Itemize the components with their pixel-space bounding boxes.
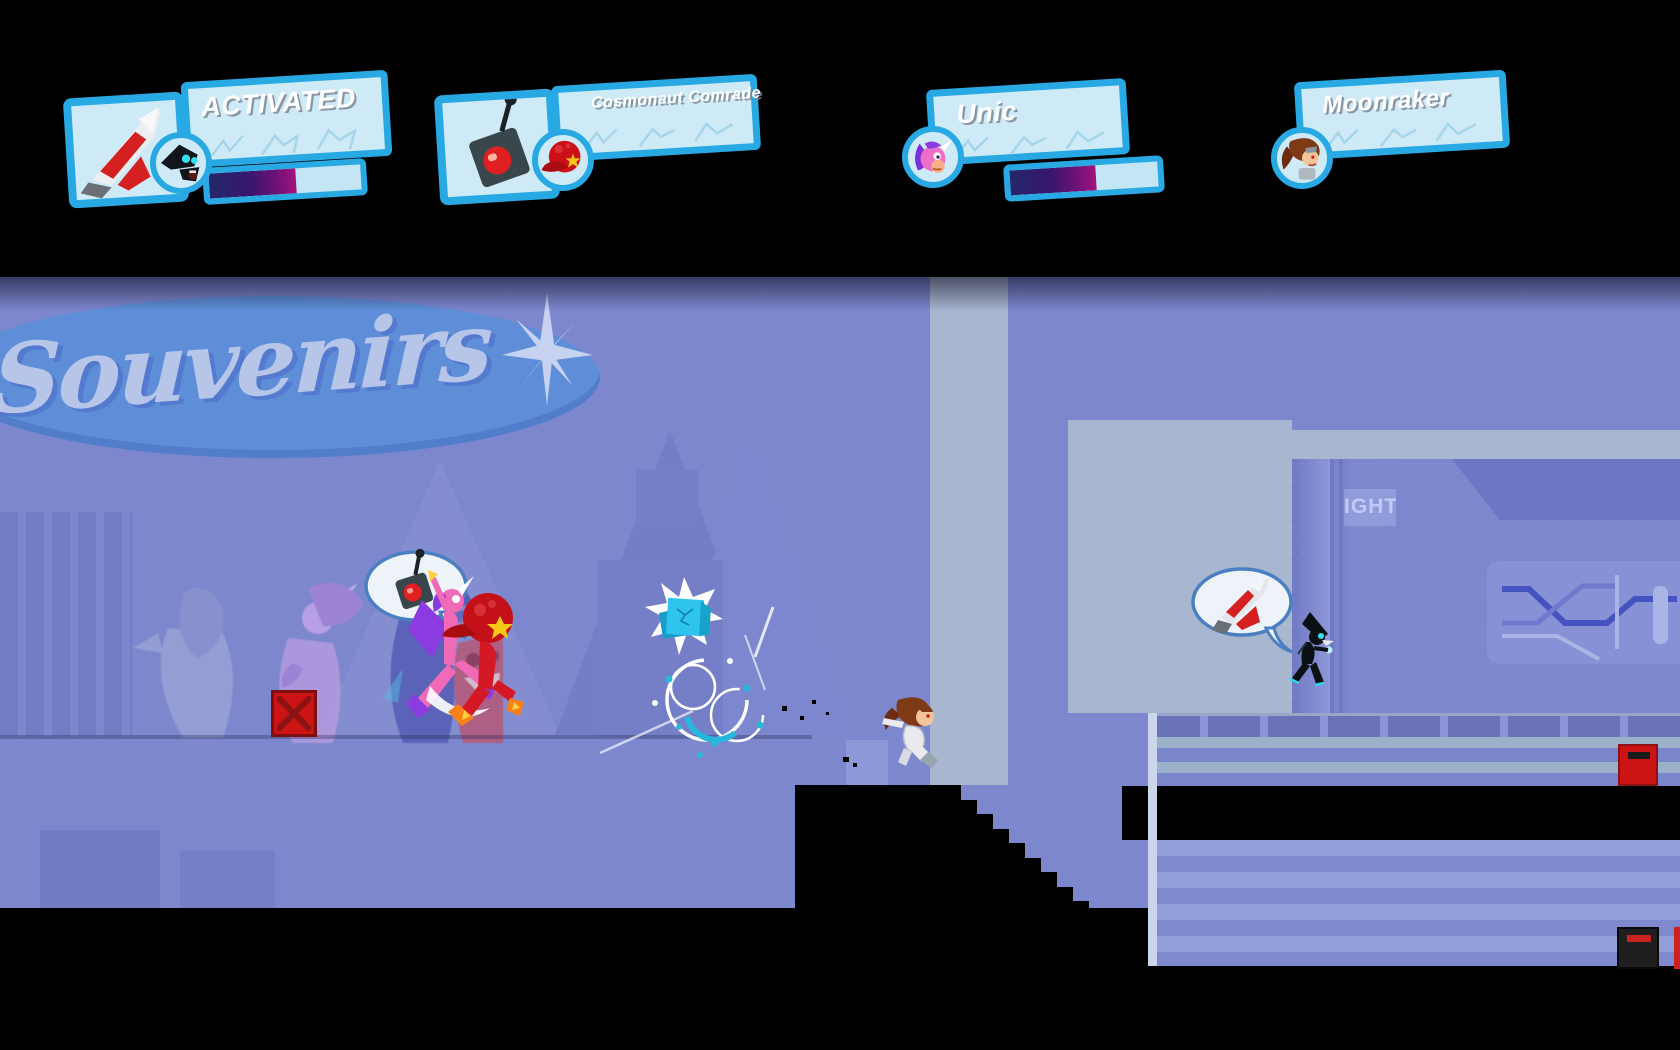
skyline-building [40,830,160,908]
player-name-1: ACTIVATED [200,82,357,123]
scene-top-shadow [0,277,1680,311]
hud-item-box-2 [433,88,561,206]
red-crate-partial [1674,927,1680,969]
swirl-effect [599,606,775,758]
hud-avatar-cosmonaut [532,129,594,191]
character-moonraker [882,697,938,768]
red-crate-right [1618,744,1658,786]
speech-bubble-rocket [1191,567,1293,654]
hud-avatar-moonraker [1271,127,1333,189]
wall-light-step [846,740,888,785]
detonator-icon [395,548,434,610]
character-cosmonaut [442,593,524,726]
hud-avatar-falcon [150,132,212,194]
crate-stripe [1627,935,1651,942]
light-column [930,277,1008,785]
hud-progress-fill-3 [1009,165,1097,196]
red-crate [271,690,317,737]
debris-particle [782,706,787,711]
right-floor [1148,966,1680,1050]
hud-nameplate-4: Moonraker [1293,69,1511,161]
light-strip-top [1292,430,1680,459]
hud-progress-fill-1 [208,168,297,199]
dark-stripe [1330,459,1348,713]
player-name-3: Unic [955,95,1018,130]
platform-black-bar [1122,786,1680,840]
debris-particle [826,712,829,715]
hud-avatar-unicorn [902,126,964,188]
black-crate [1617,927,1659,969]
crate-slot [1628,752,1650,759]
player-name-4: Moonraker [1321,84,1451,119]
hud-nameplate-2: Cosmonaut Comrade [550,73,762,163]
floor-ledge-line [0,735,812,739]
hud-progress-3 [1003,155,1165,202]
debris-particle [800,716,804,720]
platform-edge-highlight [1148,713,1157,966]
transit-map-lines [1502,575,1677,661]
light-sign: IGHT [1344,489,1396,526]
transit-map-panel [1487,561,1680,664]
skyline-building [180,850,275,908]
skyline-building [0,512,132,737]
wall-stripes-lower [1148,840,1680,966]
debris-particle [812,700,816,704]
rocket-icon [1212,578,1270,634]
debris-particle [853,763,857,767]
character-falcon [1289,612,1334,687]
skyline-building [636,470,698,525]
souvenirs-star-icon [502,293,593,406]
wall-stripes-upper [1148,737,1680,786]
light-band [1068,420,1292,713]
item-pickup-cube [645,577,723,655]
railing [1148,713,1680,737]
hud-nameplate-1: ACTIVATED [180,69,393,169]
debris-particle [843,757,849,762]
souvenirs-sign [0,296,600,458]
hud-item-box-1 [62,91,190,209]
player-name-2: Cosmonaut Comrade [590,84,762,112]
mural-moonraker [133,588,233,738]
rocket-item-icon [80,107,162,199]
